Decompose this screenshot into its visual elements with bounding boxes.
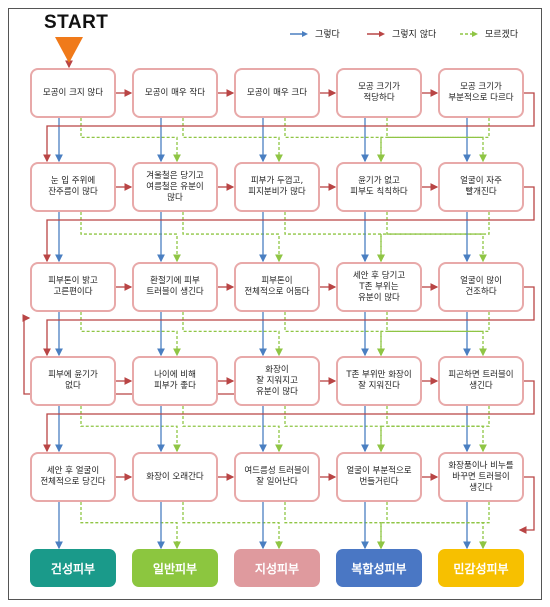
blue-arrow-icon <box>290 30 308 37</box>
red-arrow-icon <box>367 30 385 37</box>
result-box-3: 지성피부 <box>234 549 320 587</box>
legend-no-label: 그렇지 않다 <box>392 30 437 40</box>
question-box-r3-c3: 피부톤이 전체적으로 어둡다 <box>234 262 320 312</box>
legend-unsure-label: 모르겠다 <box>485 30 519 40</box>
question-box-r3-c1: 피부톤이 밝고 고른편이다 <box>30 262 116 312</box>
unsure-arrow-r5-c3 <box>284 502 385 550</box>
unsure-arrow-r2-c3 <box>284 212 385 263</box>
unsure-arrow-r2-c1 <box>80 212 181 263</box>
question-box-r2-c5: 얼굴이 자주 빨개진다 <box>438 162 524 212</box>
unsure-arrow-r4-c1 <box>80 406 181 453</box>
green-dashed-arrow-icon <box>460 30 478 37</box>
unsure-arrow-r4-c5 <box>377 406 490 453</box>
diagram-frame <box>8 8 542 600</box>
unsure-arrow-r5-c5 <box>377 502 490 550</box>
question-box-r5-c4: 얼굴이 부분적으로 번들거린다 <box>336 452 422 502</box>
result-box-1: 건성피부 <box>30 549 116 587</box>
question-box-r1-c2: 모공이 매우 작다 <box>132 68 218 118</box>
result-box-2: 일반피부 <box>132 549 218 587</box>
no-loop-tail <box>518 476 535 534</box>
legend-yes-label: 그렇다 <box>315 30 340 40</box>
question-box-r1-c3: 모공이 매우 크다 <box>234 68 320 118</box>
unsure-arrow-r1-c2 <box>182 118 283 163</box>
question-box-r3-c4: 세안 후 당기고 T존 부위는 유분이 많다 <box>336 262 422 312</box>
unsure-arrow-r5-c2 <box>182 502 283 550</box>
question-box-r2-c3: 피부가 두껍고, 피지분비가 많다 <box>234 162 320 212</box>
start-arrow-icon <box>55 37 83 63</box>
question-box-r4-c3: 화장이 잘 지워지고 유분이 많다 <box>234 356 320 406</box>
question-box-r4-c2: 나이에 비해 피부가 좋다 <box>132 356 218 406</box>
unsure-arrow-r2-c2 <box>182 212 283 263</box>
unsure-arrow-r5-c4 <box>386 502 487 550</box>
unsure-arrow-r4-c2 <box>182 406 283 453</box>
legend-yes: 그렇다 <box>289 27 340 40</box>
question-box-r5-c5: 화장품이나 비누를 바꾸면 트러블이 생긴다 <box>438 452 524 502</box>
no-wrap-r1 <box>43 92 535 163</box>
unsure-arrow-r2-c5 <box>377 212 490 263</box>
no-wrap-r3 <box>43 286 535 357</box>
unsure-arrow-r3-c2 <box>182 312 283 357</box>
unsure-arrow-r3-c5 <box>377 312 490 357</box>
start-label: START <box>44 12 109 33</box>
no-wrap-r2 <box>43 186 535 263</box>
unsure-arrow-r4-c3 <box>284 406 385 453</box>
question-box-r4-c5: 피곤하면 트러블이 생긴다 <box>438 356 524 406</box>
unsure-arrow-r1-c5 <box>377 118 490 163</box>
question-box-r1-c1: 모공이 크지 않다 <box>30 68 116 118</box>
question-box-r3-c2: 환절기에 피부 트러블이 생긴다 <box>132 262 218 312</box>
result-box-4: 복합성피부 <box>336 549 422 587</box>
unsure-arrow-r3-c4 <box>386 312 487 357</box>
question-box-r2-c4: 윤기가 없고 피부도 칙칙하다 <box>336 162 422 212</box>
unsure-arrow-r5-c1 <box>80 502 181 550</box>
legend-no: 그렇지 않다 <box>366 27 436 40</box>
question-box-r3-c5: 얼굴이 많이 건조하다 <box>438 262 524 312</box>
unsure-arrow-r1-c1 <box>80 118 181 163</box>
unsure-arrow-r4-c4 <box>386 406 487 453</box>
no-wrap-r4 <box>43 380 535 453</box>
question-box-r4-c1: 피부에 윤기가 없다 <box>30 356 116 406</box>
unsure-arrow-r1-c3 <box>284 118 385 163</box>
question-box-r2-c2: 겨울철은 당기고 여름철은 유분이 많다 <box>132 162 218 212</box>
unsure-arrow-r1-c4 <box>386 118 487 163</box>
question-box-r5-c2: 화장이 오래간다 <box>132 452 218 502</box>
legend-unsure: 모르겠다 <box>459 27 518 40</box>
result-box-5: 민감성피부 <box>438 549 524 587</box>
question-box-r5-c1: 세안 후 얼굴이 전체적으로 당긴다 <box>30 452 116 502</box>
question-box-r5-c3: 여드름성 트러블이 잘 일어난다 <box>234 452 320 502</box>
unsure-arrow-r3-c1 <box>80 312 181 357</box>
unsure-arrow-r3-c3 <box>284 312 385 357</box>
question-box-r2-c1: 눈 입 주위에 잔주름이 많다 <box>30 162 116 212</box>
question-box-r4-c4: T존 부위만 화장이 잘 지워진다 <box>336 356 422 406</box>
question-box-r1-c4: 모공 크기가 적당하다 <box>336 68 422 118</box>
question-box-r1-c5: 모공 크기가 부분적으로 다르다 <box>438 68 524 118</box>
